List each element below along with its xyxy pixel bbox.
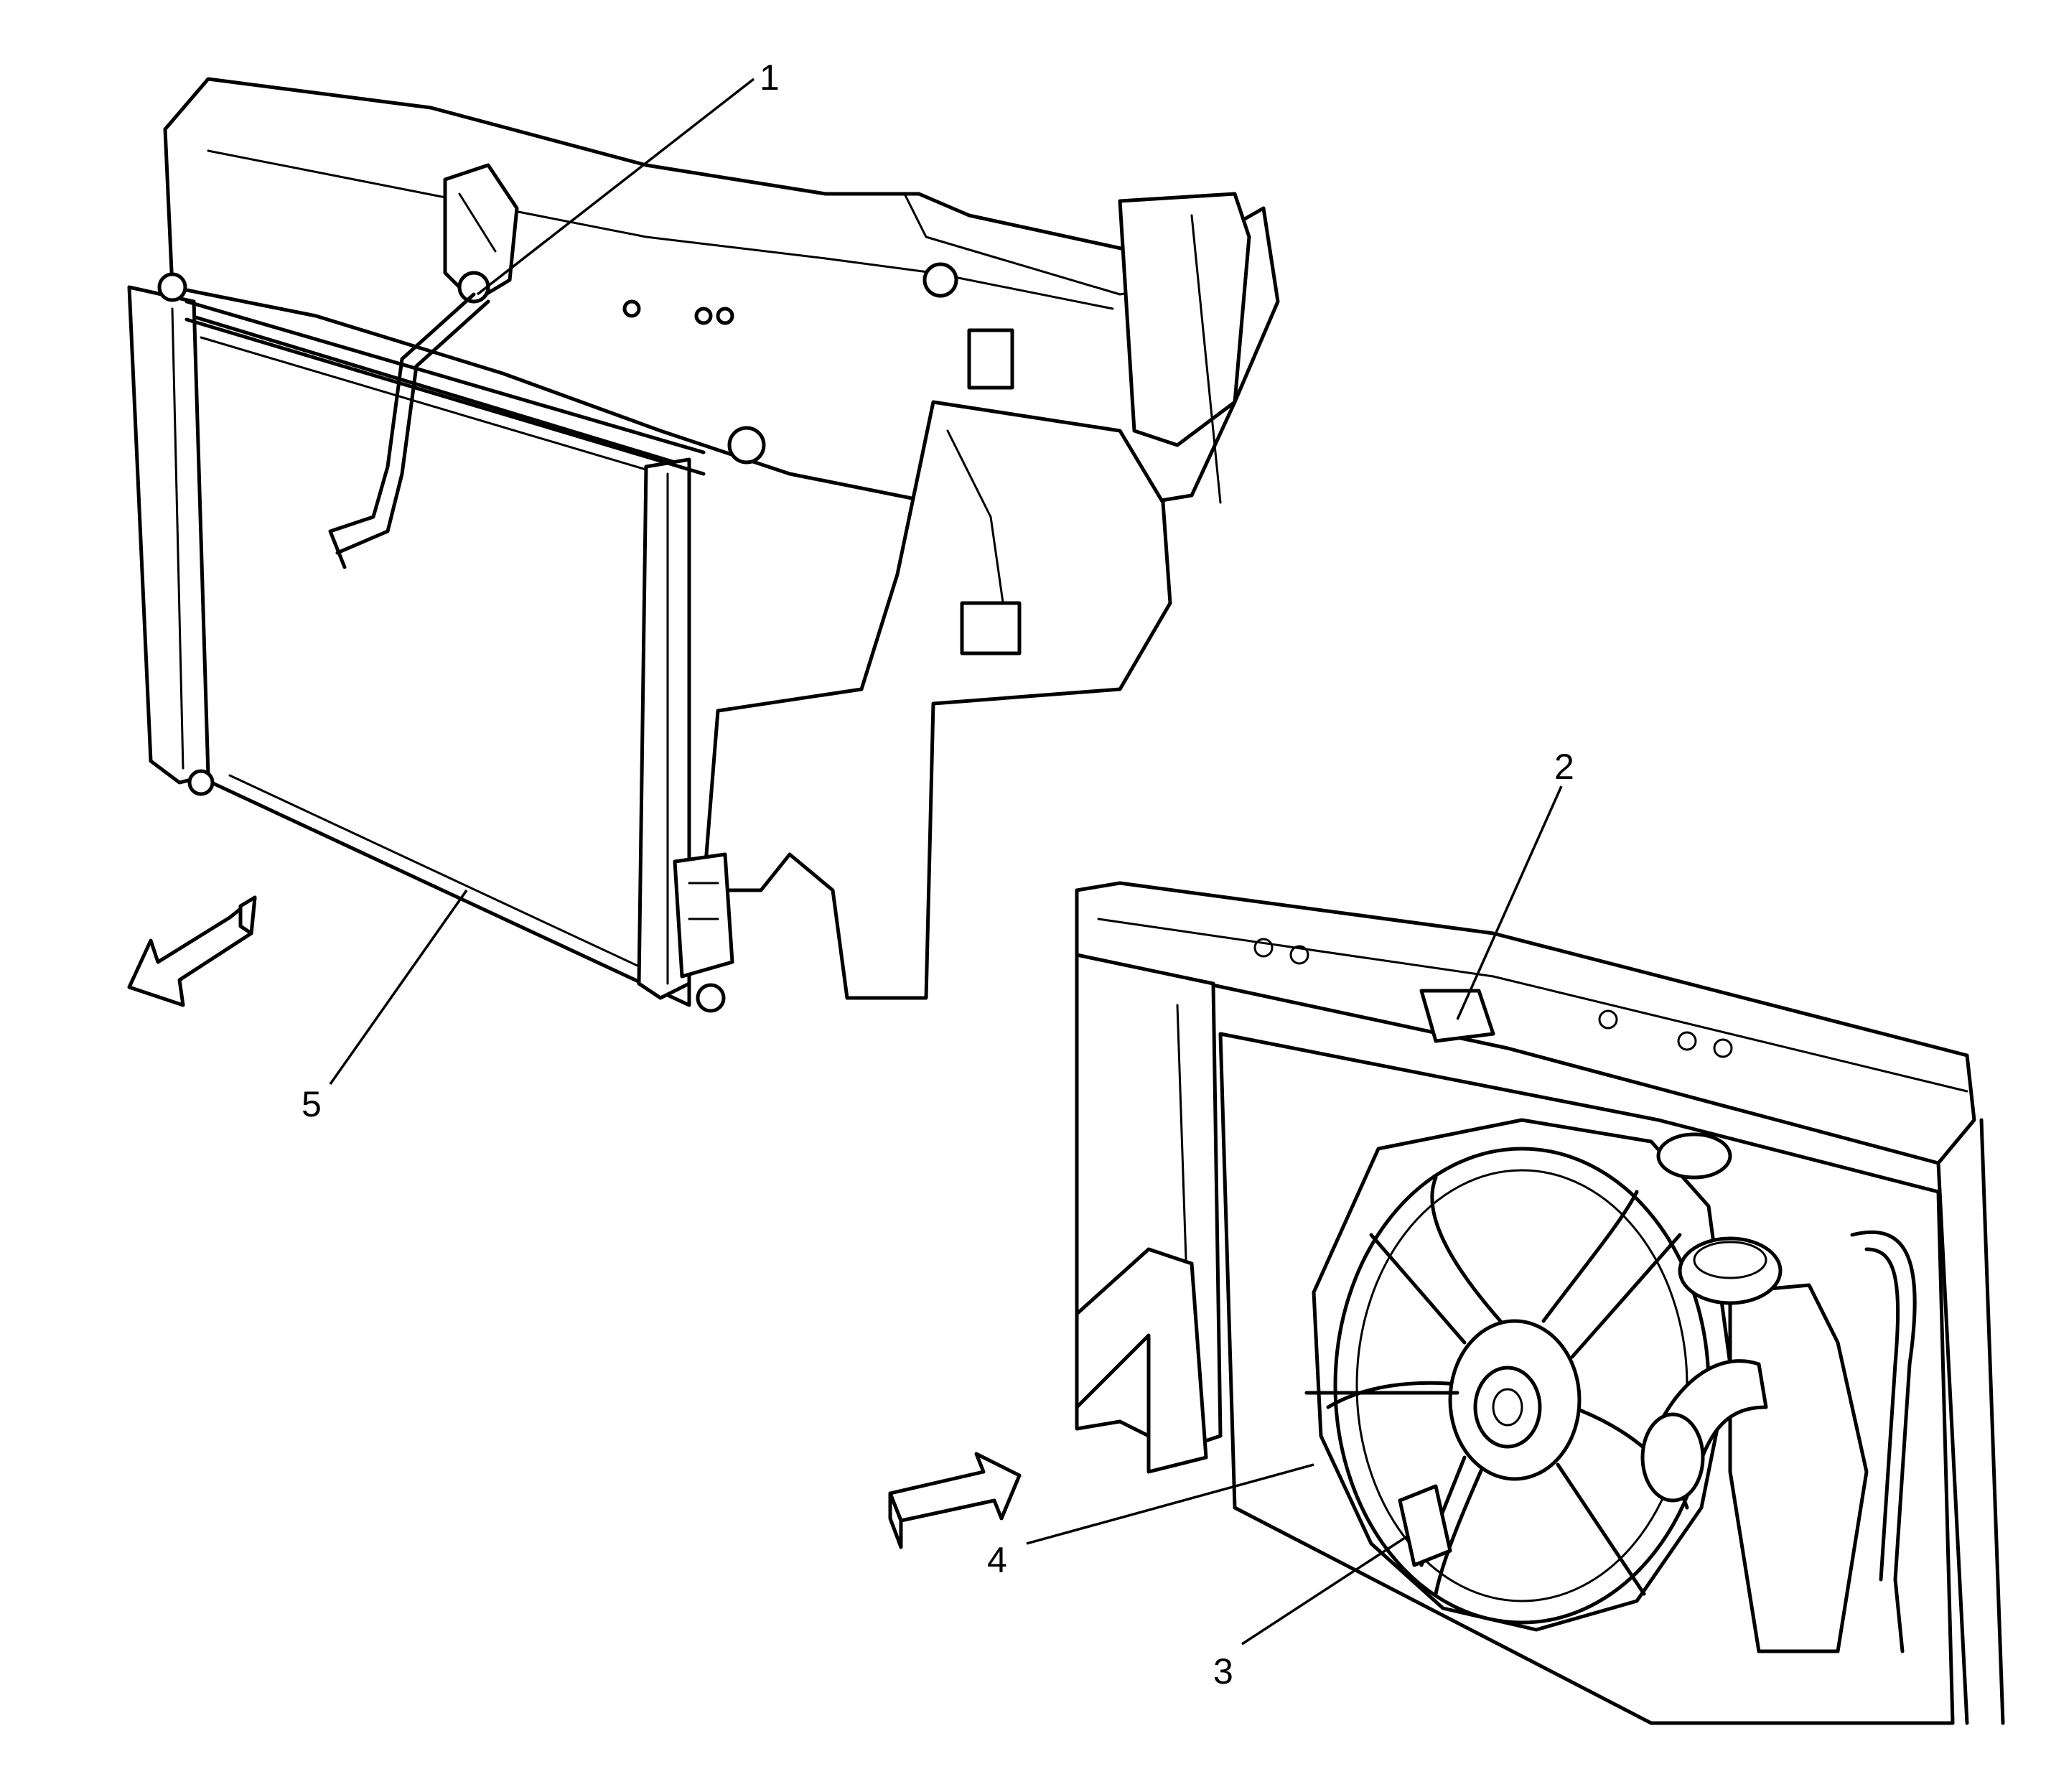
lower-view-assembly [1075,881,2005,1725]
callout-4: 4 [987,1540,1007,1580]
leader-lines [329,78,1563,1646]
leader-line-5 [329,889,468,1086]
callout-1: 1 [760,57,780,98]
leader-line-2 [1456,785,1563,1020]
leader-line-4 [1026,1463,1314,1545]
callout-5: 5 [302,1084,322,1124]
callout-2: 2 [1554,747,1574,787]
callout-3: 3 [1213,1651,1233,1691]
leader-line-1 [476,78,755,296]
direction-arrow-rearward [888,1452,1022,1549]
upper-view-assembly [127,77,1280,1013]
leader-line-3 [1241,1535,1408,1646]
direction-arrow-forward [127,895,257,1007]
